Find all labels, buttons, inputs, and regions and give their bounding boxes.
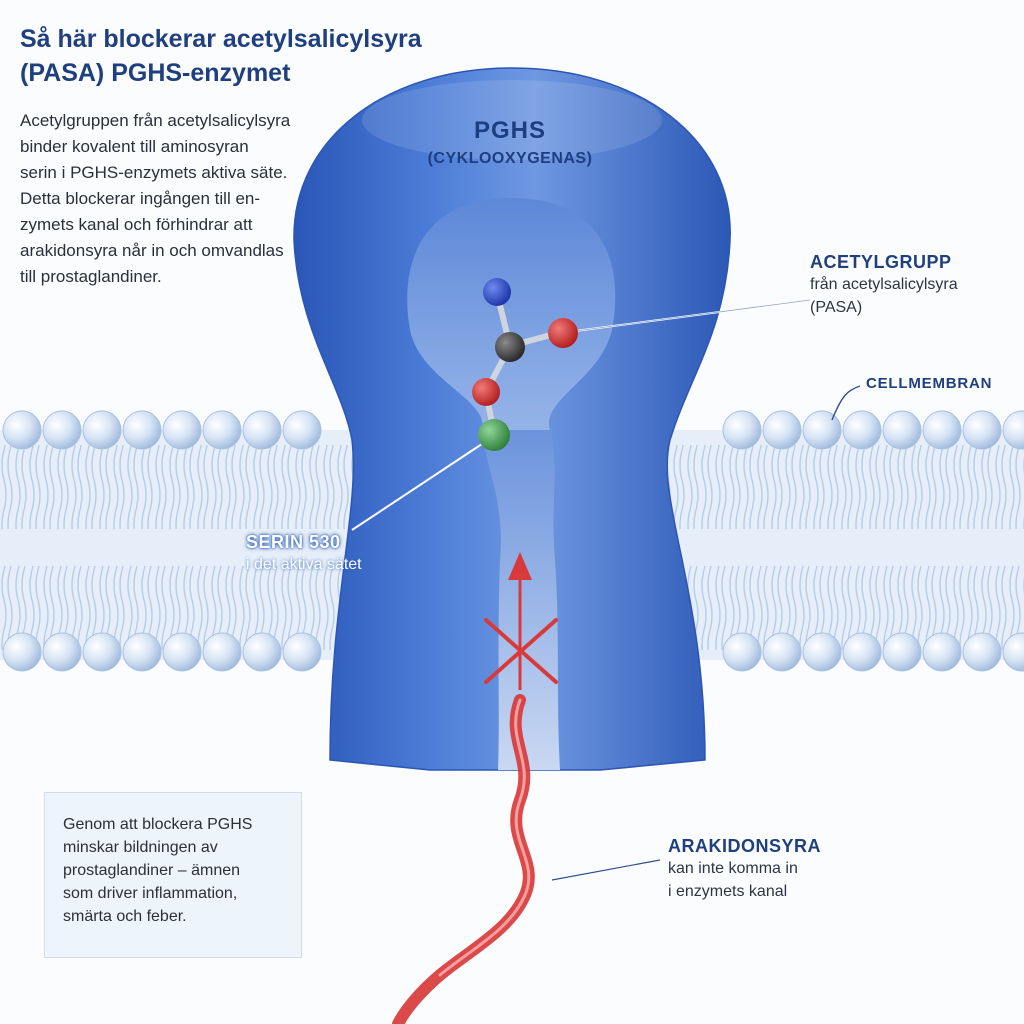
intro-line: Acetylgruppen från acetylsalicylsyra [20,111,291,130]
acetyl-label-sub: (PASA) [810,299,863,316]
lipid-head [962,632,1002,672]
lipid-head [122,632,162,672]
oxygen-atom-acetyl [548,318,578,348]
lipid-head [922,410,962,450]
membrane-heads-lower [2,632,1024,672]
acetyl-label-sub: från acetylsalicylsyra [810,276,958,293]
info-line: prostaglandiner – ämnen [63,862,241,879]
lipid-head [42,410,82,450]
info-line: som driver inflammation, [63,885,238,902]
arachidonic-label-sub: i enzymets kanal [668,883,788,900]
serine-label-sub: i det aktiva sätet [246,556,362,573]
arachidonic-acid-label: ARAKIDONSYRA kan inte komma in i enzymet… [668,836,868,903]
carbon-atom [495,332,525,362]
intro-line: serin i PGHS-enzymets aktiva säte. [20,163,288,182]
nitrogen-atom [483,278,511,306]
enzyme-name-label: PGHS [473,117,546,144]
info-line: smärta och feber. [63,908,187,925]
serine-label-title: SERIN 530 [246,532,341,552]
serine-label: SERIN 530 i det aktiva sätet [246,532,406,576]
lipid-head [842,632,882,672]
page-title: Så här blockerar acetylsalicylsyra (PASA… [20,22,440,90]
lipid-head [242,632,282,672]
lipid-head [922,632,962,672]
lipid-head [1002,410,1024,450]
membrane-heads-upper [2,410,1024,450]
lipid-head [2,410,42,450]
lipid-head [162,632,202,672]
intro-line: arakidonsyra når in och omvandlas [20,241,284,260]
lipid-head [802,632,842,672]
lipid-head [802,410,842,450]
intro-line: zymets kanal och förhindrar att [20,215,253,234]
lipid-head [842,410,882,450]
intro-line: binder kovalent till aminosyran [20,137,249,156]
lipid-head [202,632,242,672]
acetyl-group-label: ACETYLGRUPP från acetylsalicylsyra (PASA… [810,252,1010,319]
lipid-head [882,632,922,672]
lipid-head [962,410,1002,450]
lipid-head [722,410,762,450]
oxygen-atom-ester [472,378,500,406]
info-line: minskar bildningen av [63,839,218,856]
info-box: Genom att blockera PGHS minskar bildning… [44,792,302,958]
lipid-head [122,410,162,450]
serine-leader-line [351,439,489,531]
enzyme-highlight [362,80,662,160]
lipid-head [282,632,322,672]
intro-line: Detta blockerar ingången till en- [20,189,261,208]
arachidonic-chain-highlight [438,698,531,977]
lipid-head [882,410,922,450]
arachidonic-label-sub: kan inte komma in [668,860,798,877]
info-line: Genom att blockera PGHS [63,816,253,833]
blocked-arrow [484,552,558,690]
lipid-head [762,410,802,450]
serine-atom [478,419,510,451]
acetyl-molecule [472,278,578,451]
intro-line: till prostaglandiner. [20,267,162,286]
arachidonic-leader-line [551,859,661,881]
arachidonic-label-title: ARAKIDONSYRA [668,836,822,856]
lipid-head [242,410,282,450]
membrane-leader-line [831,385,861,421]
lipid-head [1002,632,1024,672]
lipid-head [762,632,802,672]
enzyme-subtitle-label: (CYKLOOXYGENAS) [427,150,593,167]
intro-paragraph: Acetylgruppen från acetylsalicylsyra bin… [20,108,320,290]
lipid-head [2,632,42,672]
membrane-label: CELLMEMBRAN [866,375,993,392]
block-x-stroke-2 [484,618,558,684]
lipid-head [282,410,322,450]
pghs-enzyme [293,67,731,771]
acetyl-leader-line-outline [567,299,811,333]
enzyme-active-pocket [407,198,616,460]
lipid-head [82,632,122,672]
lipid-head [722,632,762,672]
title-line: Så här blockerar acetylsalicylsyra [20,25,422,53]
lipid-head [82,410,122,450]
title-line: (PASA) PGHS-enzymet [20,59,291,87]
lipid-head [162,410,202,450]
acetyl-label-title: ACETYLGRUPP [810,252,952,272]
lipid-head [42,632,82,672]
lipid-head [202,410,242,450]
arrow-head [508,552,532,580]
